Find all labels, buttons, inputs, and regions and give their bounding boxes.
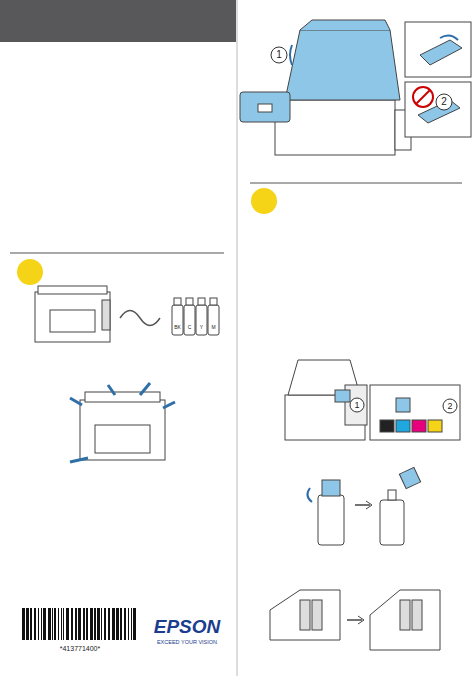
callout-circle	[350, 398, 364, 412]
barcode-bar	[97, 608, 100, 640]
barcode	[22, 608, 136, 640]
barcode-bar	[128, 608, 129, 640]
barcode-bar	[120, 608, 122, 640]
ink-color-label: BK	[174, 325, 181, 330]
header-band	[0, 0, 236, 42]
barcode-bar	[86, 608, 88, 640]
barcode-bar	[133, 608, 136, 640]
barcode-bar	[66, 608, 69, 640]
brand-logo: EPSON	[154, 617, 221, 636]
brand-tagline: EXCEED YOUR VISION	[157, 640, 217, 646]
barcode-bar	[71, 608, 73, 640]
ink-color-label: Y	[200, 325, 203, 330]
callout-number: 2	[447, 402, 452, 411]
barcode-bar	[75, 608, 77, 640]
callout-number: 1	[354, 401, 359, 410]
step-circle	[251, 188, 277, 214]
barcode-bar	[34, 608, 36, 640]
callout-circle	[271, 47, 287, 63]
barcode-bar	[61, 608, 62, 640]
ink-color-label: M	[211, 325, 215, 330]
barcode-bar	[58, 608, 59, 640]
callout-number: 2	[441, 97, 447, 107]
barcode-bar	[22, 608, 25, 640]
barcode-bar	[78, 608, 81, 640]
section-rule	[10, 252, 224, 253]
barcode-bar	[26, 608, 29, 640]
barcode-bar	[108, 608, 110, 640]
column-divider	[237, 0, 238, 676]
barcode-bar	[52, 608, 53, 640]
barcode-bar	[54, 608, 56, 640]
barcode-bar	[104, 608, 106, 640]
barcode-bar	[48, 608, 51, 640]
barcode-bar	[101, 608, 102, 640]
callout-number: 1	[276, 50, 282, 60]
barcode-number: *413771400*	[60, 645, 101, 652]
step-circle	[17, 259, 43, 285]
printer-fill-ink	[285, 360, 460, 440]
ink-color-label: C	[188, 325, 192, 330]
barcode-bar	[112, 608, 115, 640]
box-contents	[35, 286, 219, 342]
barcode-bar	[90, 608, 93, 640]
ink-bottle-insert	[270, 590, 440, 650]
barcode-bar	[41, 608, 42, 640]
barcode-bar	[38, 608, 39, 640]
barcode-bar	[63, 608, 64, 640]
section-rule	[250, 182, 462, 183]
printer-lid-open	[240, 20, 471, 155]
ink-bottle-cap	[307, 467, 420, 545]
barcode-bar	[83, 608, 85, 640]
barcode-bar	[30, 608, 32, 640]
barcode-bar	[124, 608, 126, 640]
barcode-bar	[94, 608, 96, 640]
barcode-bar	[131, 608, 132, 640]
barcode-bar	[43, 608, 46, 640]
printer-remove-tape	[70, 383, 175, 462]
callout-circle	[436, 94, 452, 110]
callout-circle	[443, 399, 457, 413]
barcode-bar	[116, 608, 119, 640]
